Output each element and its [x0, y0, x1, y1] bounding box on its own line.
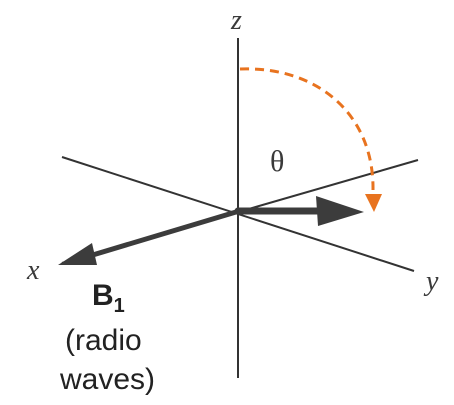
- y-axis-label: y: [423, 266, 439, 297]
- theta-label: θ: [270, 145, 284, 178]
- b1-symbol: B: [92, 279, 114, 312]
- theta-arc-arrowhead: [365, 194, 382, 212]
- b1-label: B1: [92, 279, 125, 317]
- b1-vector: [58, 209, 239, 265]
- b1-caption-line1: (radio: [65, 324, 142, 357]
- x-axis-label: x: [26, 255, 40, 286]
- z-axis-label: z: [230, 5, 242, 36]
- b1-subscript: 1: [114, 295, 125, 317]
- magnetization-arrowhead: [316, 196, 364, 226]
- b1-arrowhead: [58, 243, 97, 265]
- theta-arc: [239, 67, 375, 191]
- magnetization-vector: [234, 196, 364, 226]
- b1-caption-line2: waves): [59, 363, 155, 396]
